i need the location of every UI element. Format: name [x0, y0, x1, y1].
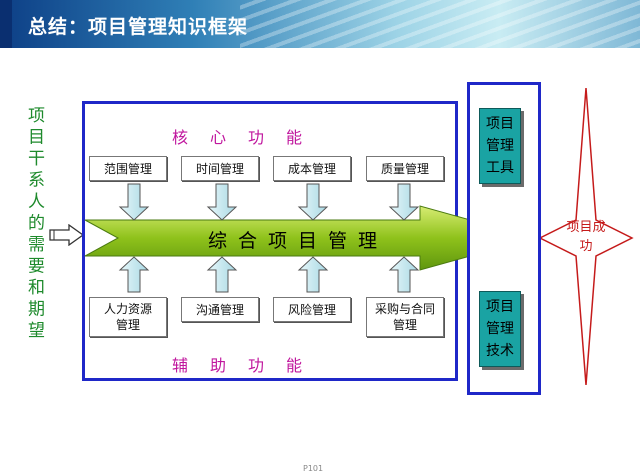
pm-tools-label: 项目管理工具 [486, 116, 514, 176]
cost-management-box: 成本管理 [273, 156, 351, 181]
time-management-box: 时间管理 [181, 156, 259, 181]
procurement-management-box: 采购与合同管理 [366, 297, 444, 337]
page-title: 总结：项目管理知识框架 [28, 16, 249, 38]
communication-management-box: 沟通管理 [181, 297, 259, 322]
up-arrow-icon [118, 256, 420, 293]
support-function-label: 辅助功能 [172, 356, 325, 375]
pm-techniques-label: 项目管理技术 [486, 299, 514, 359]
pm-techniques-box: 项目管理技术 [479, 291, 521, 367]
stakeholder-needs-label: 项目干系人的需要和期望 [24, 106, 44, 343]
page-number: P101 [303, 464, 324, 473]
hr-management-box: 人力资源管理 [89, 297, 167, 337]
header-sea-texture [240, 0, 640, 48]
integration-arrow-icon [84, 205, 537, 271]
input-arrow-icon [49, 224, 85, 246]
risk-management-box: 风险管理 [273, 297, 351, 322]
core-function-label: 核心功能 [172, 128, 325, 147]
success-star-icon [538, 87, 634, 386]
quality-management-box: 质量管理 [366, 156, 444, 181]
down-arrow-icon [118, 183, 420, 221]
scope-management-box: 范围管理 [89, 156, 167, 181]
integration-label: 综合项目管理 [208, 230, 389, 252]
pm-tools-box: 项目管理工具 [479, 108, 521, 184]
header-band: 总结：项目管理知识框架 [0, 0, 640, 48]
project-success-label: 项目成功 [566, 220, 606, 254]
header-accent [0, 0, 12, 48]
